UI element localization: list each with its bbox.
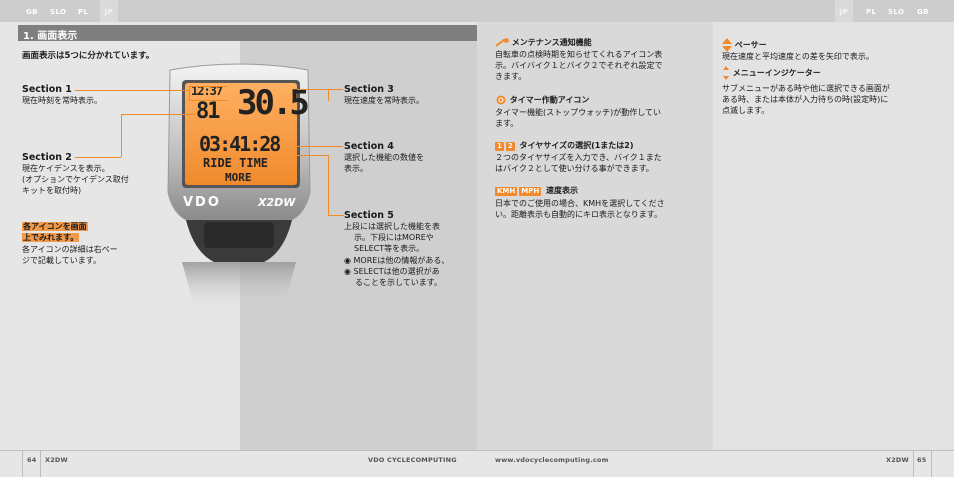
lcd-more: MORE xyxy=(225,171,252,184)
callout-bracket-1 xyxy=(189,86,190,100)
unit-line-1: 日本でのご使用の場合、KMHを選択してくださ xyxy=(495,199,665,208)
menu-line-1: サブメニューがある時や他に選択できる画面が xyxy=(722,84,890,93)
tire-line-2: はバイク２として使い分ける事ができます。 xyxy=(495,164,654,173)
footer-url[interactable]: www.vdocyclecomputing.com xyxy=(495,456,609,464)
bullet-icon: ◉ xyxy=(344,256,354,265)
maint-line-2: 示。バイバイク１とバイク２でそれぞれ設定で xyxy=(495,61,663,70)
section-4-desc-2: 表示。 xyxy=(344,164,368,173)
section-2-title: Section 2 xyxy=(22,152,72,163)
icons-note-desc-2: ジで記載しています。 xyxy=(22,256,101,265)
lang-slo-left[interactable]: SLO xyxy=(50,8,67,16)
bullet-icon: ◉ xyxy=(344,267,354,276)
section-5-desc-1: 上段には選択した機能を表 xyxy=(344,222,440,231)
section-2-desc-2: (オプションでケイデンス取付 xyxy=(22,175,129,184)
menu-line-3: 点滅します。 xyxy=(722,106,770,115)
footer-sep xyxy=(22,450,23,477)
tire-1-icon: 1 xyxy=(495,142,504,151)
timer-line-1: タイマー機能(ストップウォッチ)が動作してい xyxy=(495,108,662,117)
section-1-desc: 現在時刻を常時表示。 xyxy=(22,96,102,105)
tire-line-1: ２つのタイヤサイズを入力でき、バイク１また xyxy=(495,153,662,162)
menu-indicator-icon xyxy=(723,66,729,80)
tire-2-icon: 2 xyxy=(505,142,515,151)
menu-line-2: ある時、または本体が入力待ちの時(設定時)に xyxy=(722,95,889,104)
stopwatch-icon xyxy=(496,95,506,105)
callout-line-2-top xyxy=(121,114,195,115)
pacer-title: ペーサー xyxy=(722,38,767,52)
lang-gb-left[interactable]: GB xyxy=(26,8,38,16)
footer-model-right: X2DW xyxy=(886,456,909,464)
device-model: X2DW xyxy=(258,196,296,209)
section-header-band: 1. 画面表示 xyxy=(18,25,477,42)
pacer-arrows-icon xyxy=(722,38,732,52)
footer-model-left: X2DW xyxy=(45,456,68,464)
footer-brand: VDO CYCLECOMPUTING xyxy=(368,456,457,464)
kmh-icon: KMH xyxy=(495,187,518,196)
section-4-title: Section 4 xyxy=(344,141,394,152)
callout-line-5-vert xyxy=(328,155,329,215)
lang-slo-right[interactable]: SLO xyxy=(888,8,905,16)
maint-line-3: きます。 xyxy=(495,72,527,81)
menu-title: メニューインジケーター xyxy=(722,66,821,80)
wrench-icon xyxy=(495,38,509,47)
icons-note-desc-1: 各アイコンの詳細は右ペー xyxy=(22,245,118,254)
maint-line-1: 自転車の点検時期を知らせてくれるアイコン表 xyxy=(495,50,663,59)
unit-line-2: い。距離表示も自動的にキロ表示となります。 xyxy=(495,210,662,219)
mph-icon: MPH xyxy=(519,187,542,196)
callout-line-5-top xyxy=(297,155,329,156)
section-5-bullet-1: ◉ MOREは他の情報がある、 xyxy=(344,256,450,265)
top-bar-left: GB SLO PL JP xyxy=(0,0,477,22)
lang-jp-left[interactable]: JP xyxy=(100,0,118,22)
lcd-time: 12:37 xyxy=(191,84,223,98)
callout-bracket-1-top xyxy=(189,86,227,87)
callout-bracket-1-bottom xyxy=(189,100,227,101)
lang-pl-right[interactable]: PL xyxy=(866,8,877,16)
top-bar-right: JP PL SLO GB xyxy=(477,0,954,22)
icons-note-title-1: 各アイコンを画面 xyxy=(22,222,88,231)
middle-column-bg xyxy=(477,22,713,450)
page-number-left: 64 xyxy=(27,456,37,464)
section-2-desc-1: 現在ケイデンスを表示。 xyxy=(22,164,110,173)
timer-title: タイマー作動アイコン xyxy=(495,95,589,106)
pacer-line-1: 現在速度と平均速度との差を矢印で表示。 xyxy=(722,52,874,61)
icons-note-title-2: 上でみれます。 xyxy=(22,233,80,242)
section-3-desc: 現在速度を常時表示。 xyxy=(344,96,424,105)
section-4-desc-1: 選択した機能の数値を xyxy=(344,153,424,162)
section-3-title: Section 3 xyxy=(344,84,394,95)
footer-sep xyxy=(40,450,41,477)
footer-sep xyxy=(931,450,932,477)
section-5-desc-2: 示。下段にはMOREや xyxy=(354,233,434,242)
lang-gb-right[interactable]: GB xyxy=(917,8,929,16)
page-number-right: 65 xyxy=(917,456,927,464)
lang-jp-right[interactable]: JP xyxy=(835,0,853,22)
cycle-computer-illustration xyxy=(167,63,311,306)
callout-line-3 xyxy=(297,89,343,90)
section-2-desc-3: キットを取付時) xyxy=(22,186,82,195)
section-5-bullet-2b: ることを示しています。 xyxy=(355,278,442,287)
lcd-value: 03:41:28 xyxy=(199,132,281,156)
footer-right xyxy=(477,450,954,477)
lcd-cadence: 81 xyxy=(196,99,220,124)
timer-line-2: ます。 xyxy=(495,119,519,128)
callout-line-1 xyxy=(75,90,189,91)
section-1-title: Section 1 xyxy=(22,84,72,95)
intro-text: 画面表示は5つに分かれています。 xyxy=(22,51,155,61)
callout-line-5 xyxy=(328,215,344,216)
section-5-title: Section 5 xyxy=(344,210,394,221)
callout-line-2 xyxy=(75,157,121,158)
lang-pl-left[interactable]: PL xyxy=(78,8,89,16)
device-brand: VDO xyxy=(183,195,221,210)
section-5-desc-3: SELECT等を表示。 xyxy=(354,244,425,253)
footer-sep xyxy=(913,450,914,477)
section-5-bullet-2: ◉ SELECTは他の選択があ xyxy=(344,267,440,276)
lcd-function: RIDE TIME xyxy=(203,156,269,170)
lcd-speed: 30.5 xyxy=(237,83,310,123)
callout-line-3-vert xyxy=(328,89,329,101)
callout-line-2-vert xyxy=(121,114,122,157)
footer-left xyxy=(0,450,477,477)
callout-line-4 xyxy=(297,146,343,147)
page-title: 1. 画面表示 xyxy=(23,31,78,42)
maint-title: メンテナンス通知機能 xyxy=(495,38,592,49)
